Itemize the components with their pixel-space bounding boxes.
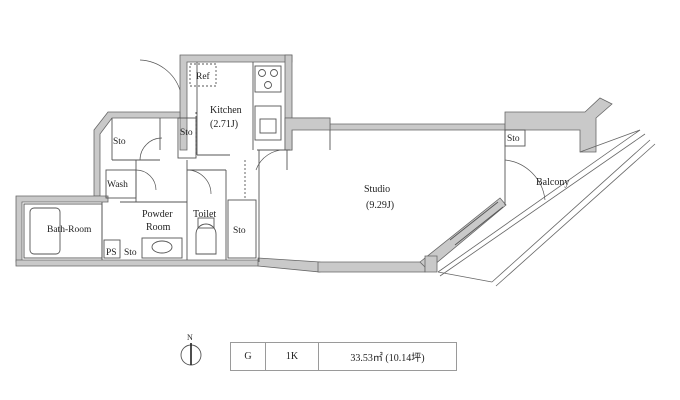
north-label: N bbox=[187, 333, 193, 342]
toilet-label: Toilet bbox=[193, 209, 216, 220]
floor-plan: Ref Kitchen (2.71J) Sto Sto Wash Bath-Ro… bbox=[15, 54, 656, 287]
sto-toilet-label: Sto bbox=[233, 226, 246, 236]
interior-lines bbox=[23, 59, 546, 262]
balcony-label: Balcony bbox=[536, 177, 569, 188]
floor-cell: G bbox=[244, 351, 252, 362]
bath-room-label: Bath-Room bbox=[47, 225, 92, 235]
compass-icon: N bbox=[180, 333, 202, 366]
wash-label: Wash bbox=[107, 180, 128, 190]
ps-label: PS bbox=[106, 248, 117, 258]
sto-hall-label: Sto bbox=[113, 137, 126, 147]
sto-balcony-label: Sto bbox=[507, 134, 520, 144]
area-cell: 33.53㎡ (10.14坪) bbox=[350, 353, 425, 364]
sto-lower-label: Sto bbox=[124, 248, 137, 258]
sto-kitchen-label: Sto bbox=[180, 128, 193, 138]
walls bbox=[15, 54, 613, 273]
powder-room-label-1: Powder bbox=[142, 209, 173, 220]
kitchen-size-label: (2.71J) bbox=[210, 119, 238, 130]
kitchen-label: Kitchen bbox=[210, 105, 242, 116]
layout-cell: 1K bbox=[265, 343, 319, 370]
studio-size-label: (9.29J) bbox=[366, 200, 394, 211]
info-table: G 1K 33.53㎡ (10.14坪) bbox=[230, 342, 457, 371]
room-labels: Ref Kitchen (2.71J) Sto Sto Wash Bath-Ro… bbox=[47, 71, 569, 258]
powder-room-label-2: Room bbox=[146, 222, 171, 233]
balcony-railing bbox=[437, 129, 656, 287]
studio-label: Studio bbox=[364, 184, 390, 195]
compass: N bbox=[176, 331, 206, 371]
ref-label: Ref bbox=[196, 71, 211, 82]
